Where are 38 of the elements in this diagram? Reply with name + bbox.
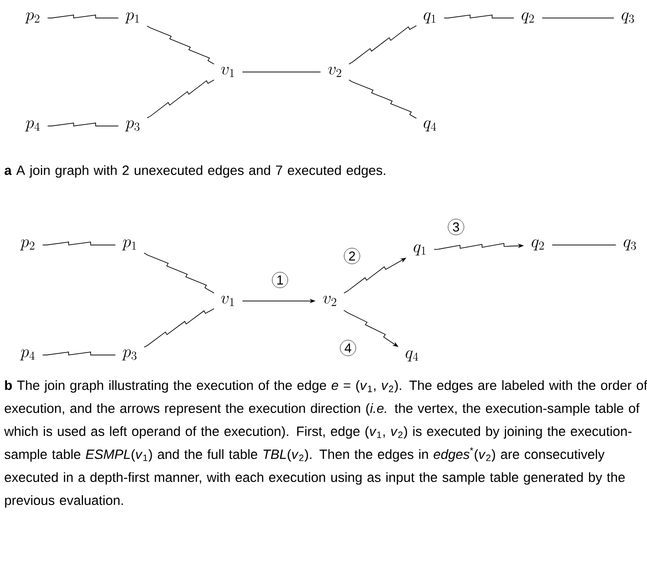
edge: [47, 14, 119, 18]
vertex-label: $p_3$: [125, 120, 140, 132]
edge-label: 2: [344, 248, 360, 264]
edge: [47, 122, 119, 126]
vertex-label: $p_1$: [122, 239, 136, 250]
vertex-label: $q_3$: [624, 239, 636, 250]
vertex-label: $p_4$: [20, 349, 35, 360]
vertex-label: $q_2$: [532, 239, 544, 250]
caption: a A join graph with 2 unexecuted edges and 7 executed edges.: [4, 165, 386, 178]
edge-label: 4: [340, 340, 356, 356]
vertex-label: $v_2$: [328, 66, 342, 77]
edge: [552, 244, 616, 246]
vertex-label: $q_4$: [424, 120, 436, 132]
vertex-label: $p_2$: [25, 12, 40, 24]
edge: [42, 242, 116, 246]
vertex-label: $q_3$: [622, 12, 634, 24]
edge: [144, 252, 214, 294]
edge: [348, 80, 417, 119]
vertex-label: $v_2$: [323, 296, 336, 306]
edge: [348, 25, 417, 64]
vertex-label: $p_3$: [122, 349, 136, 360]
vertex-label: $p_1$: [125, 12, 139, 24]
caption: b The join graph illustrating the execution of the edge e = (v$_{1}$, v$_{2}$). The edges are labeled with the order of execution, and the arrows represent the execution direction (i.e. the vertex, the execution-sample table of which is used as left operand of the execution). First, edge (v$_{1}$, v$_{2}$) is executed by joining the execution-sample table ESMPL(v$_{1}$) and the full table TBL(v$_{2}$). Then the edges in edges$^{*}$(v$_{2}$) are consecutively executed in a depth-first manner, with each execution using as input the sample table generated by the previous evaluation.: [4, 380, 647, 508]
edge: [146, 80, 214, 118]
edge: [146, 26, 214, 64]
vertex-label: $v_1$: [221, 296, 234, 306]
edge-label: 1: [272, 272, 288, 288]
edge: [42, 352, 116, 356]
vertex-label: $q_2$: [522, 12, 534, 24]
vertex-label: $v_1$: [221, 66, 234, 77]
vertex-label: $p_4$: [25, 120, 40, 132]
vertex-label: $q_1$: [424, 12, 436, 24]
edge-label: 3: [448, 218, 464, 236]
vertex-label: $q_4$: [406, 350, 418, 362]
vertex-label: $p_2$: [20, 239, 34, 250]
vertex-label: $q_1$: [414, 244, 426, 256]
edge: [144, 308, 214, 348]
edge: [444, 14, 514, 18]
